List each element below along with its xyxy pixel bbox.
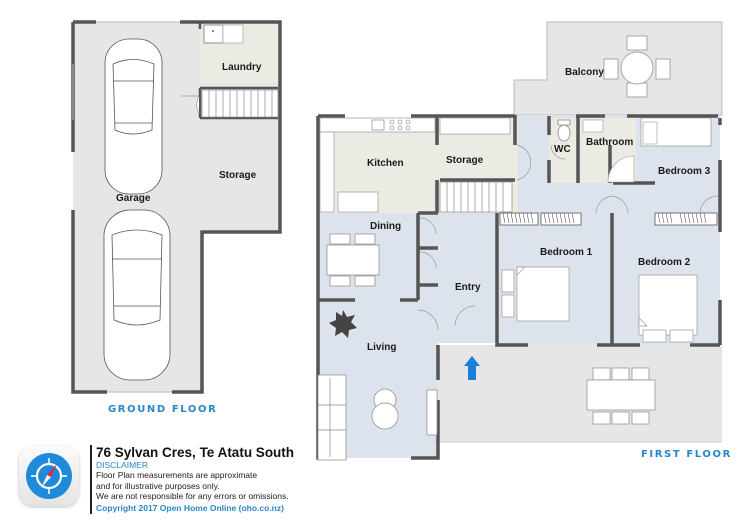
car-icon — [103, 209, 171, 381]
ground-floor-label: GROUND FLOOR — [108, 404, 218, 415]
disclaimer-line: Floor Plan measurements are approximate — [96, 470, 258, 480]
oho-logo — [19, 446, 79, 506]
room-label-entry: Entry — [455, 282, 481, 293]
room-label-dining: Dining — [370, 221, 402, 232]
room-label-bathroom: Bathroom — [586, 137, 634, 148]
first-floor-plan — [316, 21, 723, 461]
room-label-bedroom-3: Bedroom 3 — [658, 166, 711, 177]
disclaimer-title: DISCLAIMER — [96, 460, 148, 470]
room-label-ground-storage: Storage — [219, 170, 257, 181]
room-label-living: Living — [367, 342, 397, 353]
property-info: 76 Sylvan Cres, Te Atatu South DISCLAIME… — [90, 445, 294, 514]
room-label-garage: Garage — [116, 193, 151, 204]
room-label-first-storage: Storage — [446, 155, 484, 166]
room-label-bedroom-1: Bedroom 1 — [540, 247, 593, 258]
disclaimer-line: We are not responsible for any errors or… — [96, 491, 289, 501]
copyright-notice: Copyright 2017 Open Home Online (oho.co.… — [96, 502, 284, 513]
car-icon — [104, 38, 163, 195]
room-label-kitchen: Kitchen — [367, 158, 404, 169]
room-label-balcony: Balcony — [565, 67, 604, 78]
compass-icon — [26, 453, 72, 499]
room-label-laundry: Laundry — [222, 62, 262, 73]
ground-floor-plan — [71, 20, 282, 394]
disclaimer-line: and for illustrative purposes only. — [96, 480, 220, 491]
first-floor-label: FIRST FLOOR — [641, 449, 732, 460]
room-label-bedroom-2: Bedroom 2 — [638, 257, 691, 268]
plant-icon — [329, 310, 357, 338]
entry-arrow-icon — [464, 356, 480, 380]
room-label-wc: WC — [554, 144, 571, 155]
property-address: 76 Sylvan Cres, Te Atatu South — [96, 445, 295, 460]
